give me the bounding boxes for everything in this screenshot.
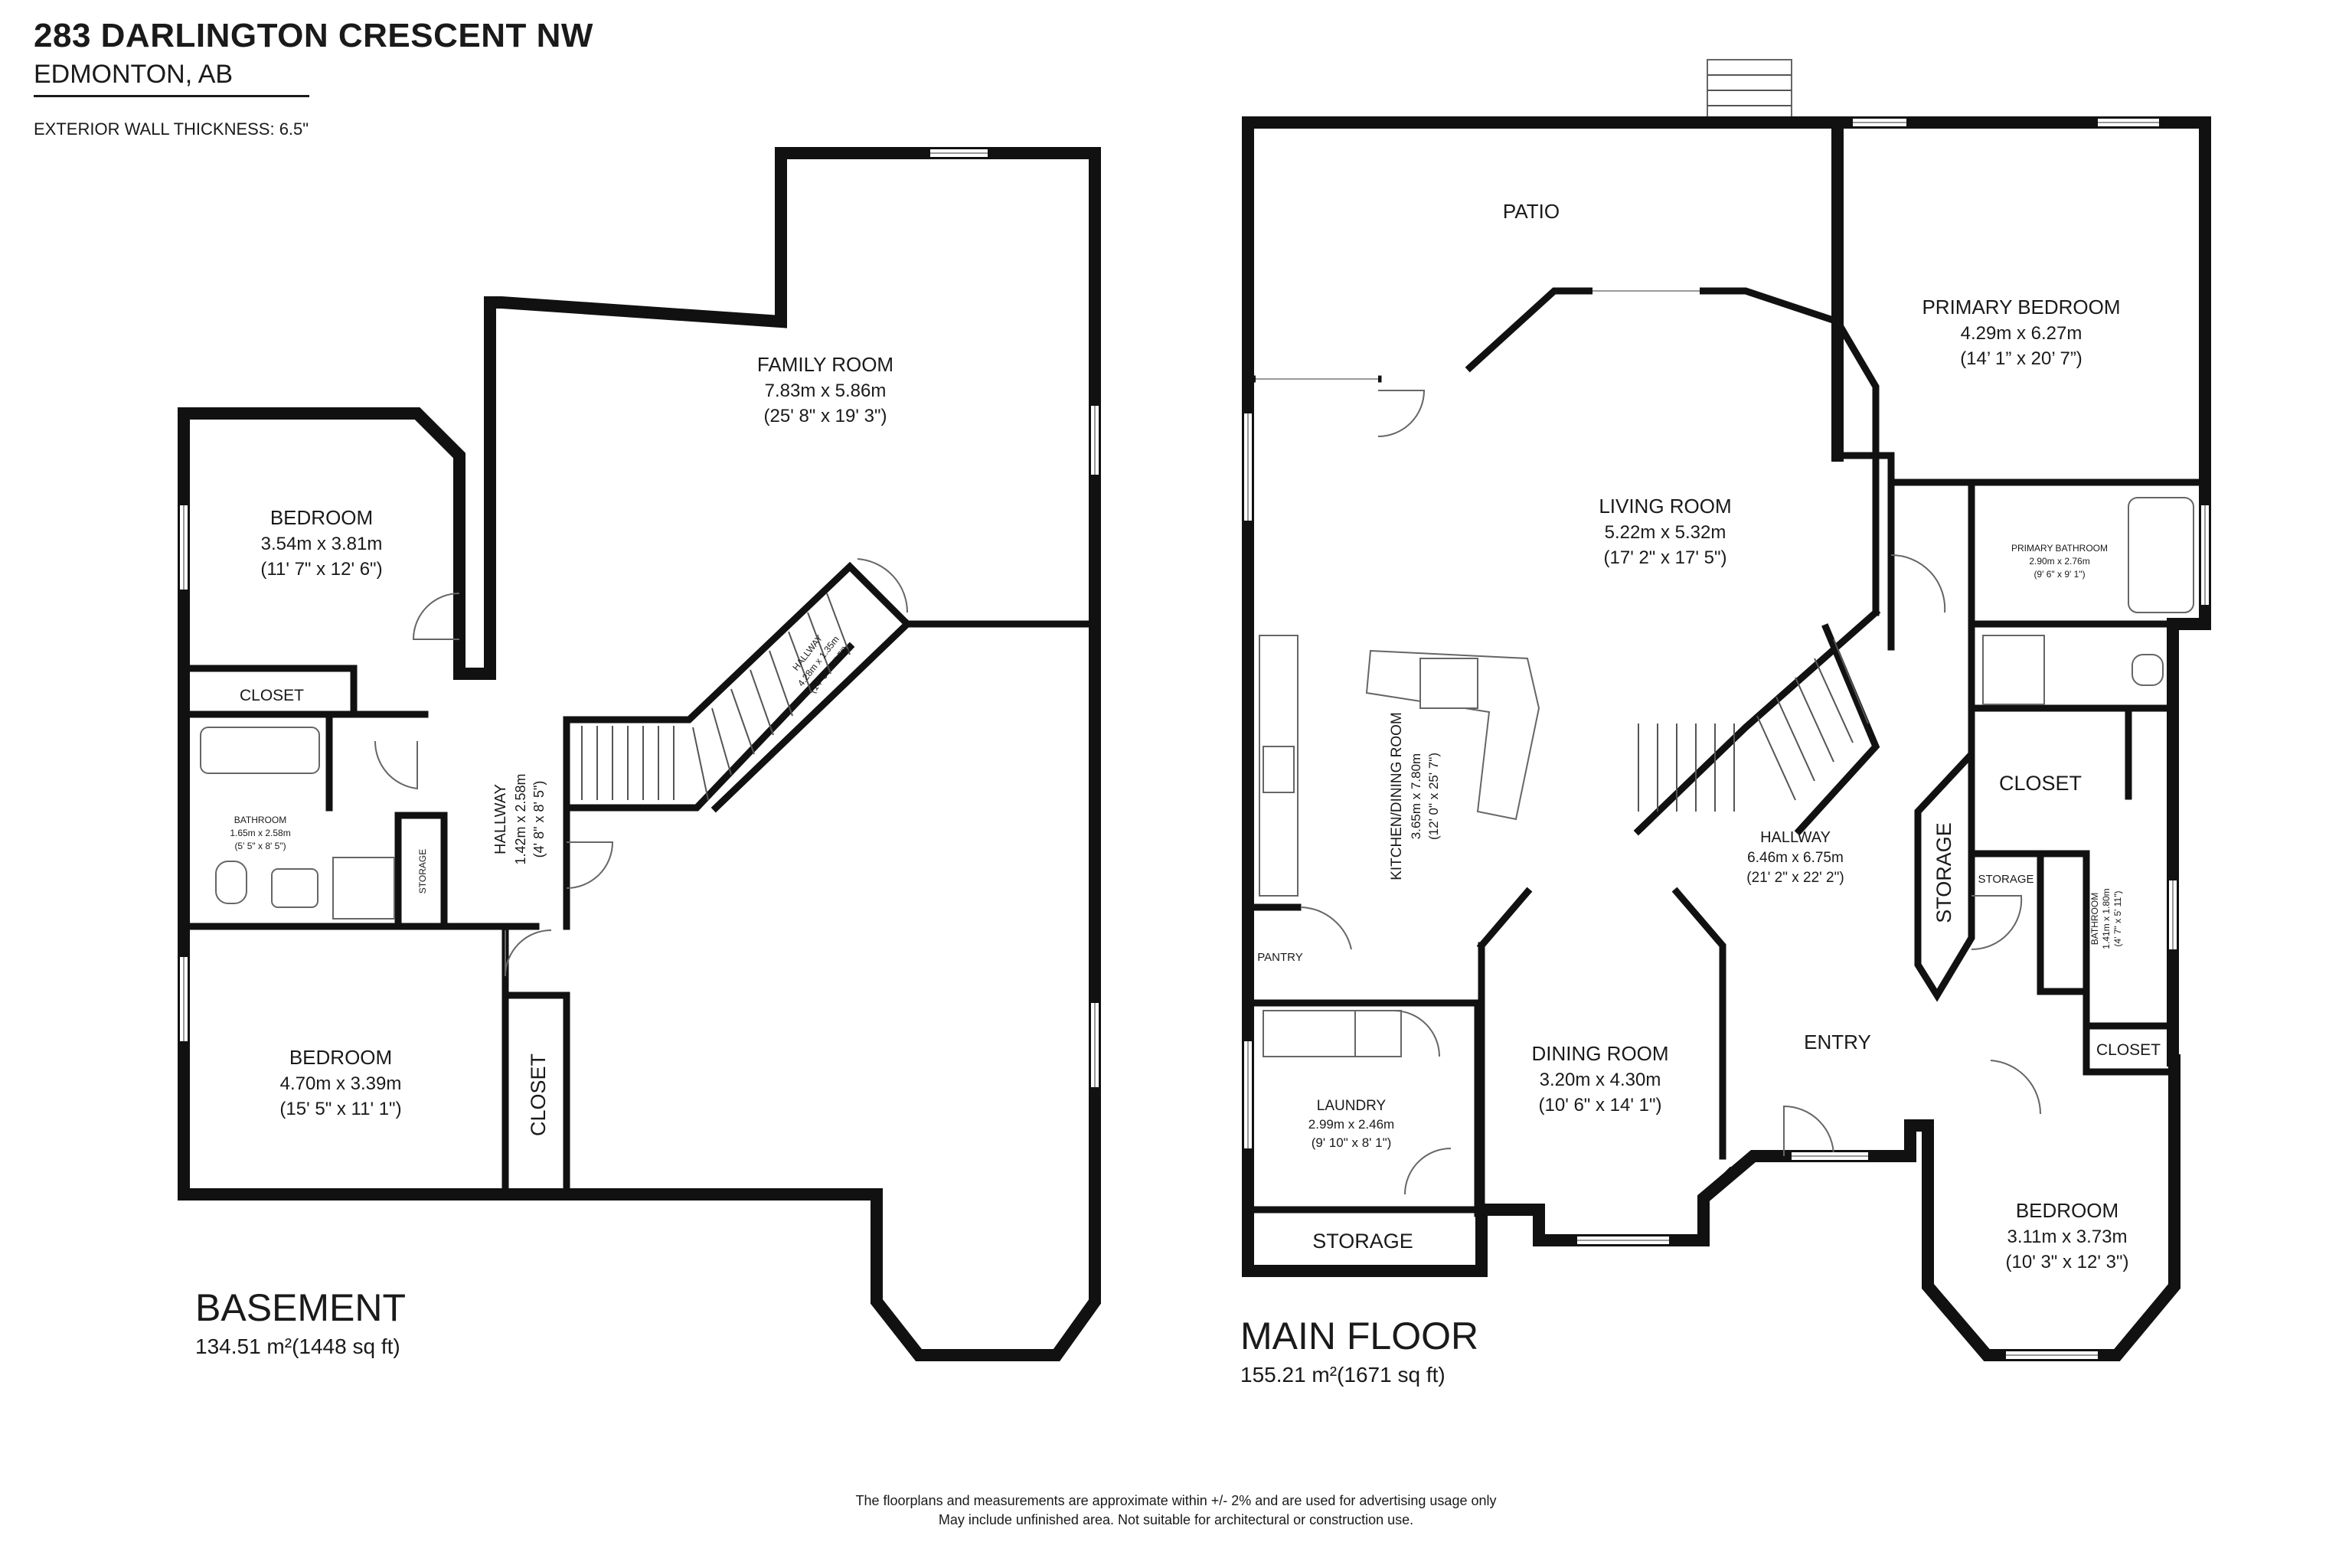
basement-bedroom-1-imperial: (11' 7" x 12' 6"): [260, 559, 382, 580]
basement-plan: FAMILY ROOM 7.83m x 5.86m (25' 8" x 19' …: [178, 147, 1101, 1361]
main-bathroom-metric: 1.41m x 1.80m: [2101, 888, 2112, 949]
primary-bedroom-imperial: (14’ 1” x 20’ 7”): [1960, 348, 2082, 369]
main-bathroom-imperial: (4' 7" x 5' 11"): [2112, 891, 2123, 947]
basement-bedroom-1-metric: 3.54m x 3.81m: [261, 534, 383, 554]
main-closet-1-label: CLOSET: [1999, 772, 2082, 795]
kitchen-imperial: (12' 0" x 25' 7"): [1426, 753, 1441, 840]
basement-staircase: [581, 593, 851, 801]
basement-closet-2-label: CLOSET: [527, 1054, 550, 1136]
kitchen-island: [1365, 649, 1540, 821]
primary-bathroom-metric: 2.90m x 2.76m: [2029, 556, 2089, 567]
basement-family-room-metric: 7.83m x 5.86m: [765, 381, 887, 401]
main-staircase: [1638, 639, 1869, 812]
main-bathroom-label: BATHROOM: [2089, 893, 2100, 945]
patio-wall: [1242, 116, 1844, 462]
main-closet-2-label: CLOSET: [2096, 1041, 2161, 1059]
main-floor-plan: PATIO PRIMARY BEDROOM 4.29m x 6.27m (14’…: [1242, 59, 2211, 1361]
primary-bathtub: [2128, 497, 2194, 613]
disclaimer-line-1: The floorplans and measurements are appr…: [855, 1493, 1497, 1508]
property-address: 283 DARLINGTON CRESCENT NW: [34, 17, 593, 54]
kitchen-metric: 3.65m x 7.80m: [1409, 753, 1423, 839]
basement-bathtub: [200, 727, 320, 774]
basement-bedroom-2-label: BEDROOM: [289, 1046, 392, 1069]
basement-bedroom-1-label: BEDROOM: [270, 506, 373, 529]
disclaimer-line-2: May include unfinished area. Not suitabl…: [938, 1512, 1414, 1527]
main-bedroom-label: BEDROOM: [2016, 1199, 2118, 1222]
basement-area: 134.51 m²(1448 sq ft): [195, 1334, 400, 1358]
basement-title: BASEMENT: [195, 1286, 406, 1329]
pantry-label: PANTRY: [1257, 951, 1302, 964]
main-bedroom-imperial: (10' 3" x 12' 3"): [2006, 1252, 2129, 1272]
main-storage-3-label: STORAGE: [1312, 1230, 1413, 1253]
primary-bedroom-label: PRIMARY BEDROOM: [1922, 296, 2120, 318]
basement-closet-1-label: CLOSET: [240, 687, 304, 704]
basement-hallway-1-label: HALLWAY: [492, 784, 509, 854]
basement-family-room-imperial: (25' 8" x 19' 3"): [764, 406, 887, 426]
main-hallway-metric: 6.46m x 6.75m: [1747, 850, 1844, 866]
main-storage-1-label: STORAGE: [1932, 822, 1955, 923]
dining-room-label: DINING ROOM: [1531, 1042, 1668, 1065]
basement-family-room-label: FAMILY ROOM: [757, 353, 893, 376]
basement-hallway-1-metric: 1.42m x 2.58m: [513, 773, 528, 864]
laundry-imperial: (9' 10" x 8' 1"): [1312, 1135, 1392, 1150]
main-floor-title: MAIN FLOOR: [1240, 1315, 1478, 1357]
main-floor-area: 155.21 m²(1671 sq ft): [1240, 1363, 1446, 1387]
primary-bathroom-imperial: (9' 6" x 9' 1"): [2034, 569, 2085, 580]
main-bedroom-metric: 3.11m x 3.73m: [2007, 1227, 2128, 1247]
address-underline: [34, 95, 309, 97]
basement-exterior-wall: [178, 147, 1101, 1361]
kitchen-label: KITCHEN/DINING ROOM: [1389, 712, 1405, 880]
patio-label: PATIO: [1503, 200, 1560, 223]
basement-bathroom-metric: 1.65m x 2.58m: [230, 828, 290, 838]
laundry-label: LAUNDRY: [1317, 1098, 1387, 1114]
living-room-imperial: (17' 2" x 17' 5"): [1604, 547, 1727, 568]
dining-room-metric: 3.20m x 4.30m: [1540, 1070, 1661, 1090]
basement-bathroom-label: BATHROOM: [234, 815, 286, 825]
main-storage-2-label: STORAGE: [1978, 873, 2034, 886]
primary-bedroom-metric: 4.29m x 6.27m: [1961, 323, 2082, 344]
living-room-metric: 5.22m x 5.32m: [1605, 522, 1726, 543]
laundry-metric: 2.99m x 2.46m: [1308, 1117, 1394, 1132]
main-hallway-label: HALLWAY: [1760, 829, 1831, 846]
entry-label: ENTRY: [1804, 1031, 1871, 1054]
basement-bedroom-2-metric: 4.70m x 3.39m: [280, 1073, 402, 1094]
dining-room-imperial: (10' 6" x 14' 1"): [1539, 1095, 1662, 1116]
basement-bathroom-imperial: (5' 5" x 8' 5"): [234, 841, 286, 851]
property-city: EDMONTON, AB: [34, 60, 234, 89]
living-room-label: LIVING ROOM: [1599, 495, 1731, 518]
basement-hallway-1-imperial: (4' 8" x 8' 5"): [531, 781, 547, 858]
basement-bedroom-2-imperial: (15' 5" x 11' 1"): [279, 1099, 401, 1119]
main-hallway-imperial: (21' 2" x 22' 2"): [1746, 870, 1844, 886]
wall-thickness-note: EXTERIOR WALL THICKNESS: 6.5": [34, 119, 309, 139]
primary-bathroom-label: PRIMARY BATHROOM: [2011, 543, 2108, 554]
basement-storage-label: STORAGE: [417, 849, 428, 893]
